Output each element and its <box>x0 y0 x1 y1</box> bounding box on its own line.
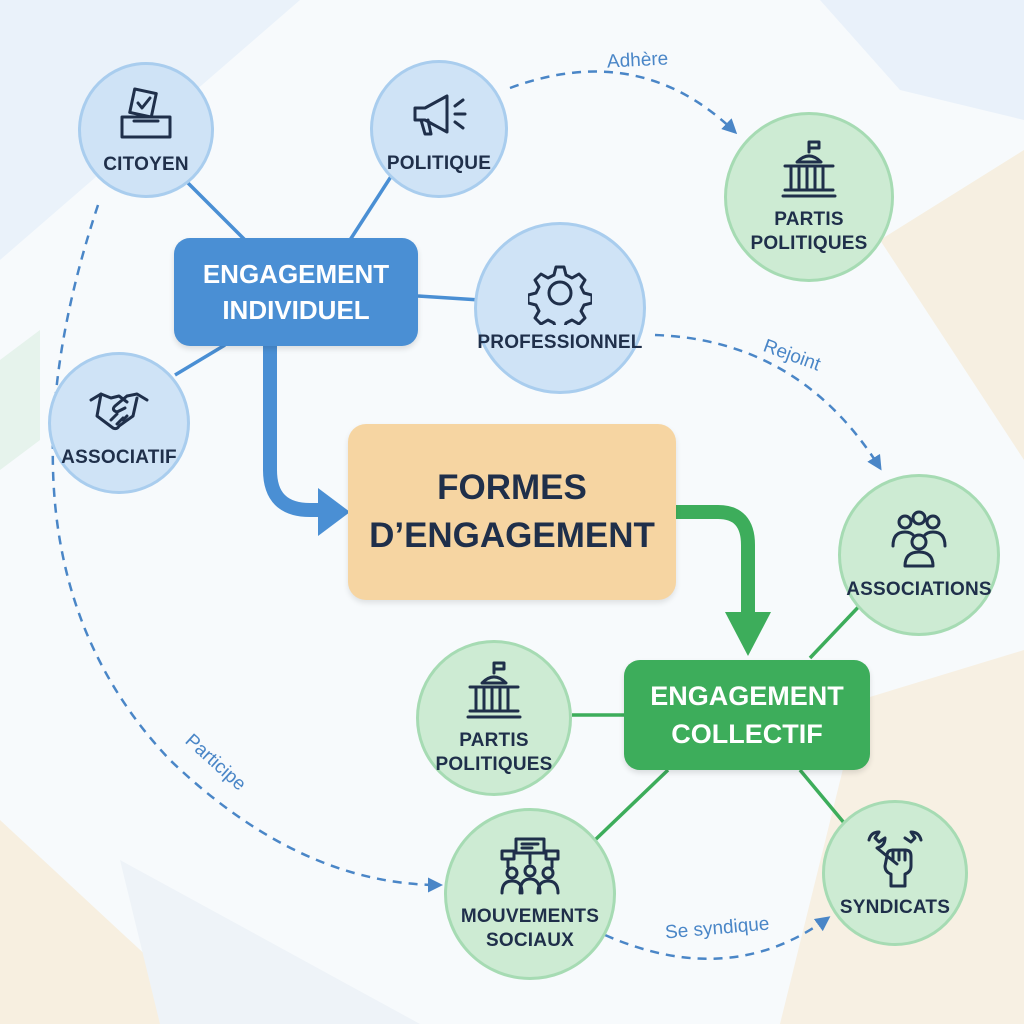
collective-links <box>572 598 867 842</box>
node-partis-politiques-top: PARTIS POLITIQUES <box>724 112 894 282</box>
box-label-engagement-individuel: ENGAGEMENT INDIVIDUEL <box>202 259 390 325</box>
box-formes-engagement: FORMES D’ENGAGEMENT <box>348 424 676 600</box>
node-mouvements-sociaux: MOUVEMENTS SOCIAUX <box>444 808 616 980</box>
flow-arrow-collectif <box>675 505 755 615</box>
node-syndicats: SYNDICATS <box>822 800 968 946</box>
node-label-partis-politiques-bottom: PARTIS POLITIQUES <box>435 730 553 775</box>
protest-icon <box>498 835 562 899</box>
node-professionnel: PROFESSIONNEL <box>474 222 646 394</box>
node-associatif: ASSOCIATIF <box>48 352 190 494</box>
dashed-arrow-adhere <box>509 70 738 135</box>
ballot-box-icon <box>114 83 178 147</box>
node-label-politique: POLITIQUE <box>386 153 492 174</box>
node-label-associatif: ASSOCIATIF <box>61 447 177 468</box>
node-label-professionnel: PROFESSIONNEL <box>477 332 643 353</box>
relation-label-adhere: Adhère <box>606 48 669 73</box>
flow-arrowhead-individuel <box>318 488 350 536</box>
dashed-arrow-rejoint <box>654 333 882 471</box>
node-label-syndicats: SYNDICATS <box>839 897 951 918</box>
node-citoyen: CITOYEN <box>78 62 214 198</box>
node-partis-politiques-bottom: PARTIS POLITIQUES <box>416 640 572 796</box>
parliament-icon <box>462 659 526 723</box>
node-associations: ASSOCIATIONS <box>838 474 1000 636</box>
flow-arrow-individuel <box>263 345 320 517</box>
dashed-arrow-se-syndique <box>604 916 831 961</box>
box-engagement-collectif: ENGAGEMENT COLLECTIF <box>624 660 870 770</box>
gear-icon <box>526 261 594 333</box>
wrench-fist-icon <box>863 826 927 890</box>
box-label-engagement-collectif: ENGAGEMENT COLLECTIF <box>650 681 844 749</box>
node-label-associations: ASSOCIATIONS <box>846 579 992 600</box>
node-label-partis-politiques-top: PARTIS POLITIQUES <box>750 209 868 254</box>
flow-arrowhead-collectif <box>725 612 771 656</box>
box-label-formes-engagement: FORMES D’ENGAGEMENT <box>369 468 655 555</box>
handshake-icon <box>87 376 151 440</box>
individual-links <box>174 174 481 377</box>
box-engagement-individuel: ENGAGEMENT INDIVIDUEL <box>174 238 418 346</box>
group-icon <box>887 508 951 572</box>
node-label-mouvements-sociaux: MOUVEMENTS SOCIAUX <box>460 906 600 951</box>
dashed-arrow-participe <box>51 204 443 893</box>
node-politique: POLITIQUE <box>370 60 508 198</box>
node-label-citoyen: CITOYEN <box>103 154 189 175</box>
parliament-icon <box>777 138 841 202</box>
megaphone-icon <box>407 82 471 146</box>
